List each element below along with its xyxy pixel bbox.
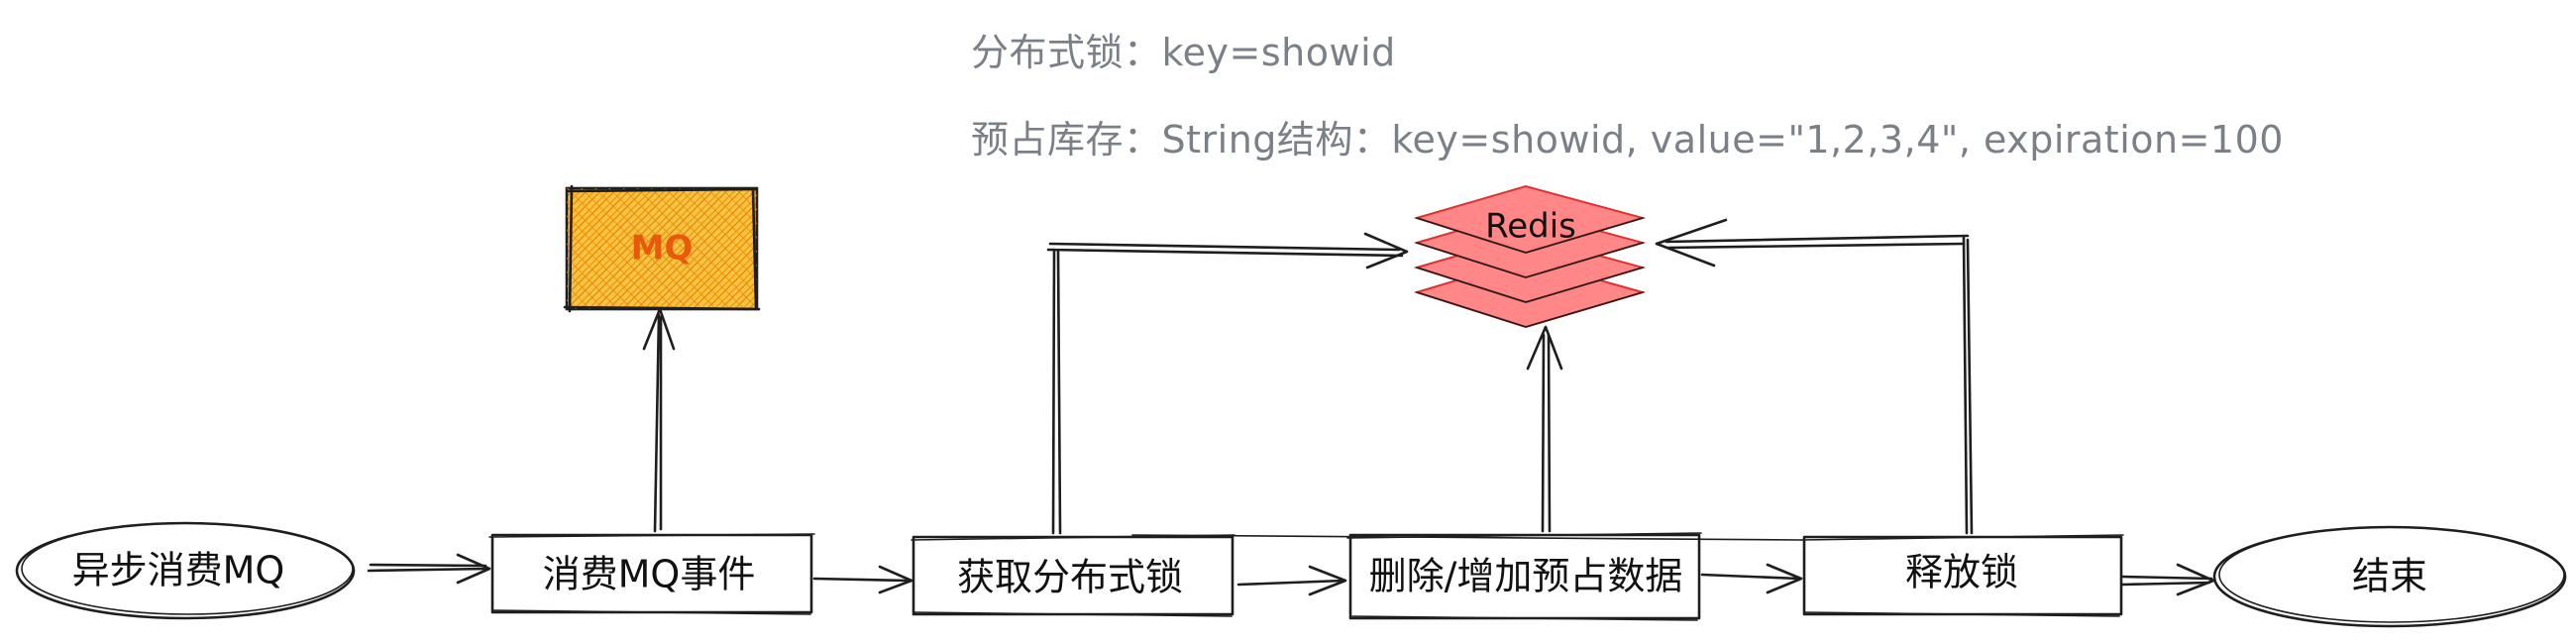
arrow-start-to-consume	[367, 553, 491, 585]
mq-box: MQ	[563, 184, 761, 313]
arrow-acquire-to-modify	[1236, 565, 1347, 596]
acquire-box: 获取分布式锁	[911, 534, 1235, 617]
consume-label: 消费MQ事件	[543, 553, 756, 596]
arrow-acquire-to-redis	[1046, 232, 1409, 535]
consume-box: 消费MQ事件	[488, 533, 815, 615]
arrow-modify-to-release	[1700, 563, 1803, 594]
end-ellipse: 结束	[2212, 525, 2567, 628]
arrow-modify-to-redis	[1526, 325, 1563, 533]
release-label: 释放锁	[1905, 551, 2018, 594]
modify-label: 删除/增加预占数据	[1369, 555, 1683, 598]
lock-note: 分布式锁：key=showid	[971, 31, 1396, 74]
arrow-release-to-redis	[1655, 218, 1974, 535]
start-ellipse: 异步消费MQ	[15, 521, 356, 620]
stock-note: 预占库存：String结构：key=showid, value="1,2,3,4…	[971, 118, 2284, 161]
modify-box: 删除/增加预占数据	[1346, 532, 1702, 621]
start-label: 异步消费MQ	[72, 549, 285, 592]
arrow-consume-to-acquire	[812, 565, 913, 594]
redis-stack: Redis	[1413, 184, 1647, 329]
arrow-release-to-end	[2120, 563, 2215, 596]
release-box: 释放锁	[1131, 534, 2124, 617]
mq-label: MQ	[631, 229, 694, 268]
acquire-label: 获取分布式锁	[957, 556, 1183, 599]
arrow-consume-to-mq	[642, 307, 676, 533]
redis-label: Redis	[1485, 207, 1576, 247]
end-label: 结束	[2352, 555, 2427, 598]
